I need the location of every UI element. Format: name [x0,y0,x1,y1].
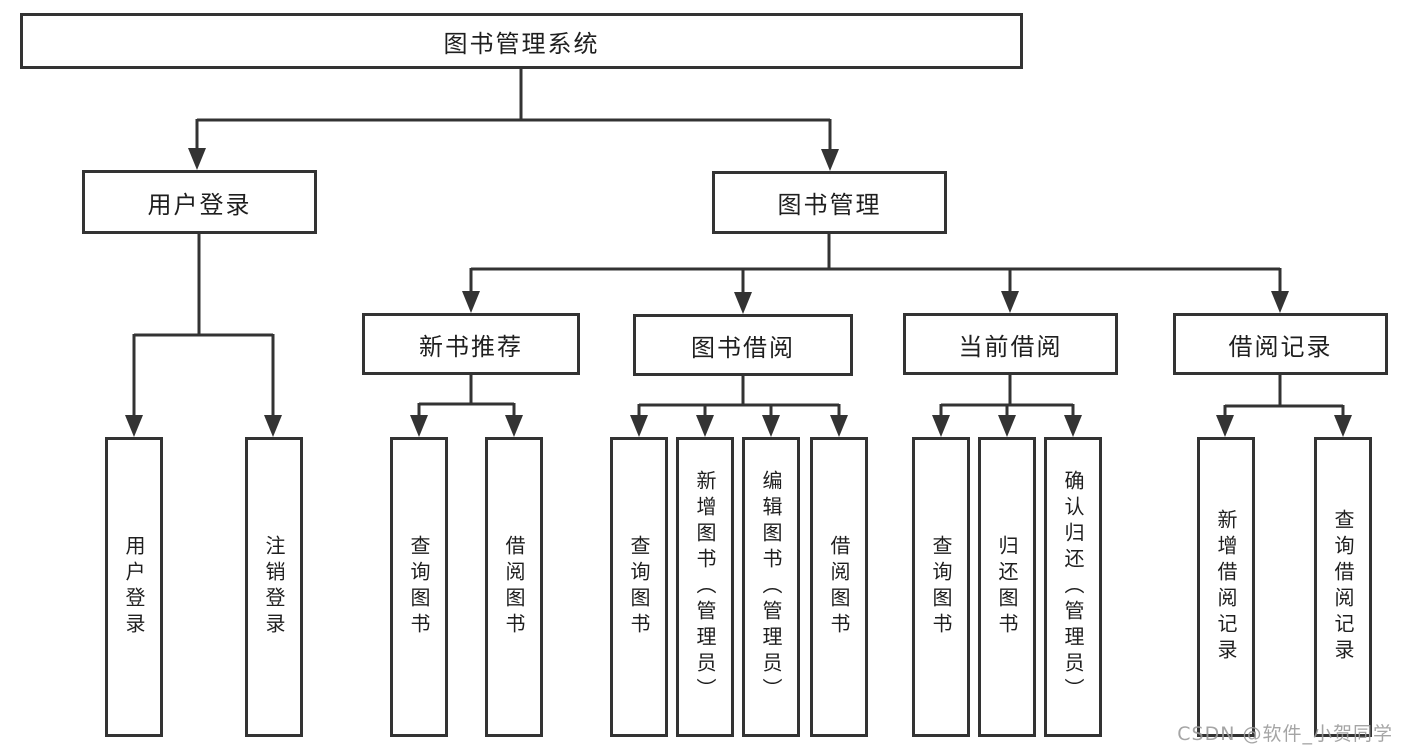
leaf-add-borrow-record-label: 新增借阅记录 [1214,509,1238,665]
node-borrowing-records: 借阅记录 [1173,313,1388,375]
leaf-confirm-return-admin: 确认归还（管理员） [1044,437,1102,737]
leaf-user-login-label: 用户登录 [122,535,146,639]
leaf-logout: 注销登录 [245,437,303,737]
node-book-borrowing: 图书借阅 [633,314,853,376]
leaf-edit-books-admin-label: 编辑图书（管理员） [759,470,783,704]
leaf-borrow-books-recommend-label: 借阅图书 [502,535,526,639]
leaf-add-books-admin-label: 新增图书（管理员） [693,470,717,704]
leaf-confirm-return-admin-label: 确认归还（管理员） [1061,470,1085,704]
watermark-text: CSDN @软件_小贺同学 [1177,723,1393,745]
node-library-management-system: 图书管理系统 [20,13,1023,69]
node-new-book-recommendation: 新书推荐 [362,313,580,375]
leaf-logout-label: 注销登录 [262,535,286,639]
arrowheads [125,148,1352,437]
leaf-query-borrow-record: 查询借阅记录 [1314,437,1372,737]
leaf-query-books-current-label: 查询图书 [929,535,953,639]
leaf-return-books-label: 归还图书 [995,535,1019,639]
leaf-query-books-borrowing: 查询图书 [610,437,668,737]
leaf-query-books-recommend-label: 查询图书 [407,535,431,639]
leaf-edit-books-admin: 编辑图书（管理员） [742,437,800,737]
leaf-query-books-borrowing-label: 查询图书 [627,535,651,639]
leaf-borrow-books: 借阅图书 [810,437,868,737]
leaf-return-books: 归还图书 [978,437,1036,737]
leaf-add-borrow-record: 新增借阅记录 [1197,437,1255,737]
leaf-query-books-recommend: 查询图书 [390,437,448,737]
leaf-borrow-books-recommend: 借阅图书 [485,437,543,737]
leaf-user-login: 用户登录 [105,437,163,737]
node-current-borrowing: 当前借阅 [903,313,1118,375]
leaf-add-books-admin: 新增图书（管理员） [676,437,734,737]
leaf-query-books-current: 查询图书 [912,437,970,737]
leaf-query-borrow-record-label: 查询借阅记录 [1331,509,1355,665]
node-user-login: 用户登录 [82,170,317,234]
node-book-management: 图书管理 [712,171,947,234]
leaf-borrow-books-label: 借阅图书 [827,535,851,639]
